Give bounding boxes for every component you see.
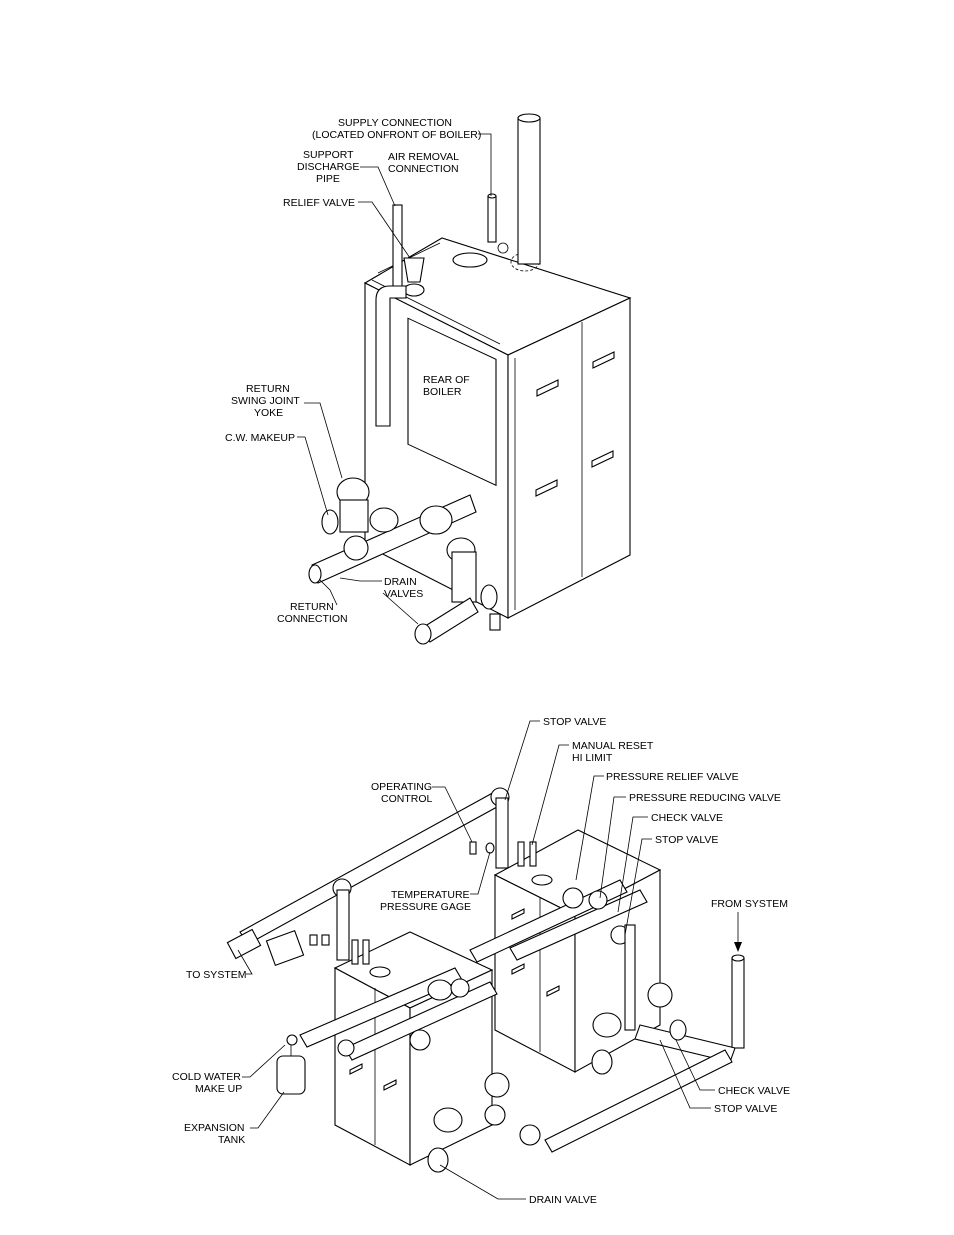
label-relief-valve: RELIEF VALVE — [283, 197, 355, 209]
label-supply-connection: SUPPLY CONNECTION(LOCATED ONFRONT OF BOI… — [312, 117, 481, 141]
label-drain-valve: DRAIN VALVE — [529, 1194, 597, 1206]
return-piping-bottom — [427, 954, 745, 1173]
relief-valve-top — [403, 257, 425, 297]
label-check-valve-bottom: CHECK VALVE — [718, 1085, 790, 1097]
top-boiler-figure: SUPPLY CONNECTION(LOCATED ONFRONT OF BOI… — [225, 113, 632, 645]
rear-boiler-piping — [469, 841, 648, 1031]
label-stop-valve-top: STOP VALVE — [543, 716, 606, 728]
label-pressure-relief-valve: PRESSURE RELIEF VALVE — [606, 771, 739, 783]
boiler-front — [333, 931, 494, 1166]
label-check-valve-top: CHECK VALVE — [651, 812, 723, 824]
supply-pipe — [517, 113, 541, 265]
label-to-system: TO SYSTEM — [186, 969, 246, 981]
label-stop-valve-bottom: STOP VALVE — [714, 1103, 777, 1115]
label-cw-makeup: C.W. MAKEUP — [225, 432, 295, 444]
supply-header — [226, 787, 510, 967]
top-labels: SUPPLY CONNECTION(LOCATED ONFRONT OF BOI… — [225, 117, 492, 625]
label-from-system: FROM SYSTEM — [711, 898, 788, 910]
label-stop-valve-mid: STOP VALVE — [655, 834, 718, 846]
cabinet-louvers — [535, 351, 615, 497]
front-boiler-piping — [299, 934, 498, 1061]
label-pressure-reducing-valve: PRESSURE REDUCING VALVE — [629, 792, 781, 804]
return-piping — [308, 477, 498, 645]
expansion-tank — [276, 1034, 306, 1095]
